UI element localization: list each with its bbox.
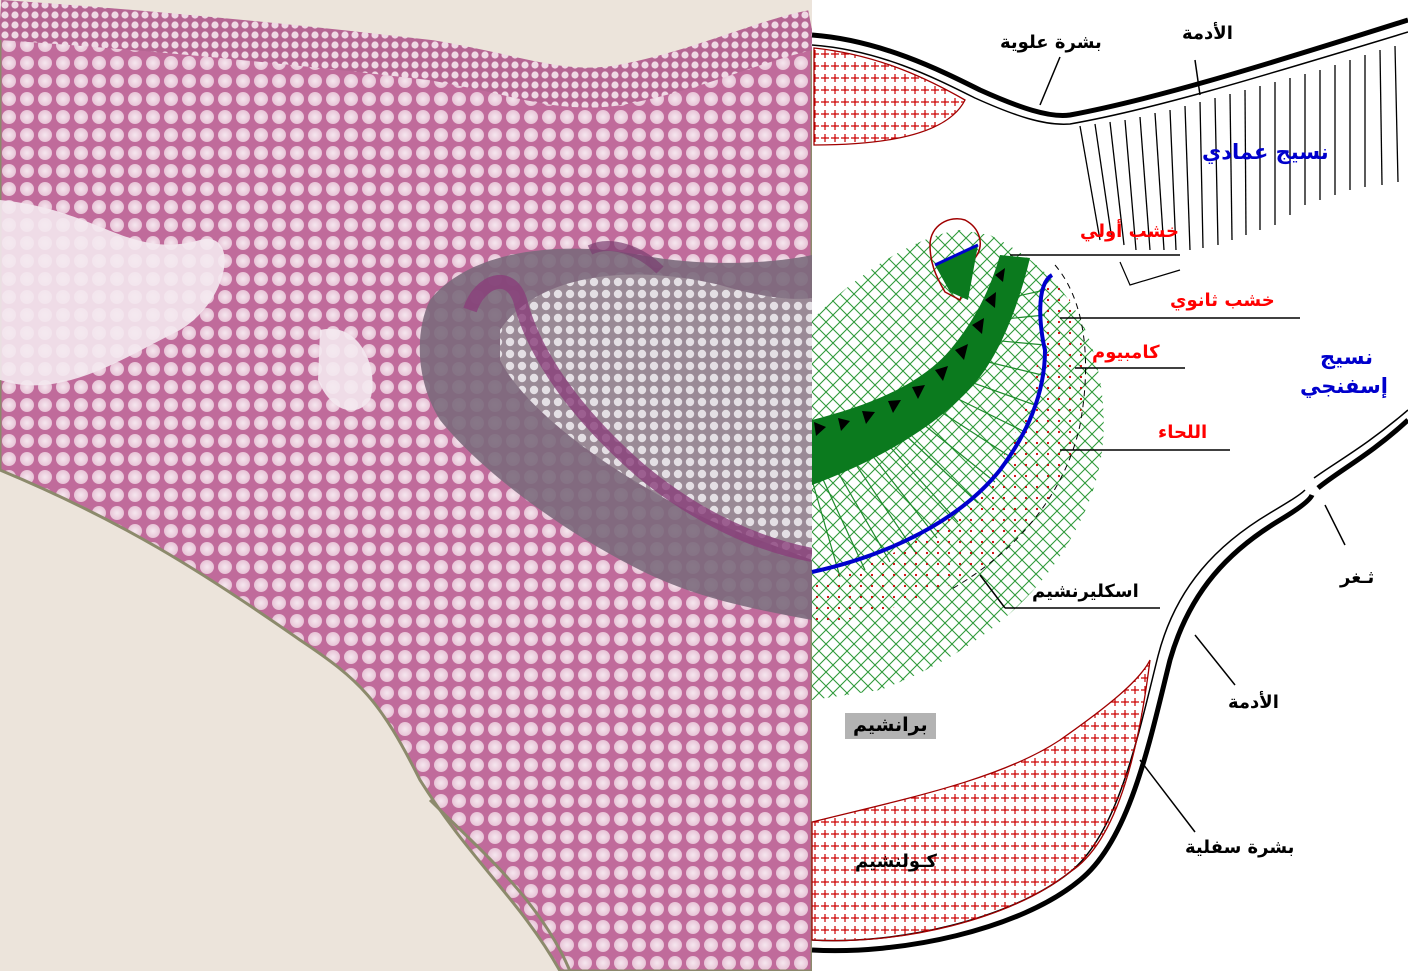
label-spongy-line2: إسفنجي — [1300, 374, 1388, 398]
label-cuticle-top: الأدمة — [1182, 24, 1233, 45]
label-palisade: نسيج عمادي — [1202, 140, 1329, 164]
label-spongy-line1: نسيج — [1320, 345, 1373, 369]
label-cambium: كامبيوم — [1092, 343, 1160, 364]
label-secondary-xylem: خشب ثانوي — [1170, 291, 1275, 312]
label-lower-epidermis: بشرة سفلية — [1185, 838, 1294, 859]
label-upper-epidermis: بشرة علوية — [1000, 33, 1102, 54]
label-phloem: اللحاء — [1158, 423, 1207, 444]
label-stoma: ثـغر — [1340, 568, 1374, 589]
label-parenchyma: برانشيم — [845, 713, 936, 739]
label-cuticle-bottom: الأدمة — [1228, 693, 1279, 714]
label-collenchyma: كـولنشيم — [855, 852, 937, 873]
micrograph-photo — [0, 0, 812, 971]
label-primary-xylem: خشب أولي — [1080, 222, 1179, 243]
label-sclerenchyma: اسكليرنشيم — [1032, 582, 1139, 603]
